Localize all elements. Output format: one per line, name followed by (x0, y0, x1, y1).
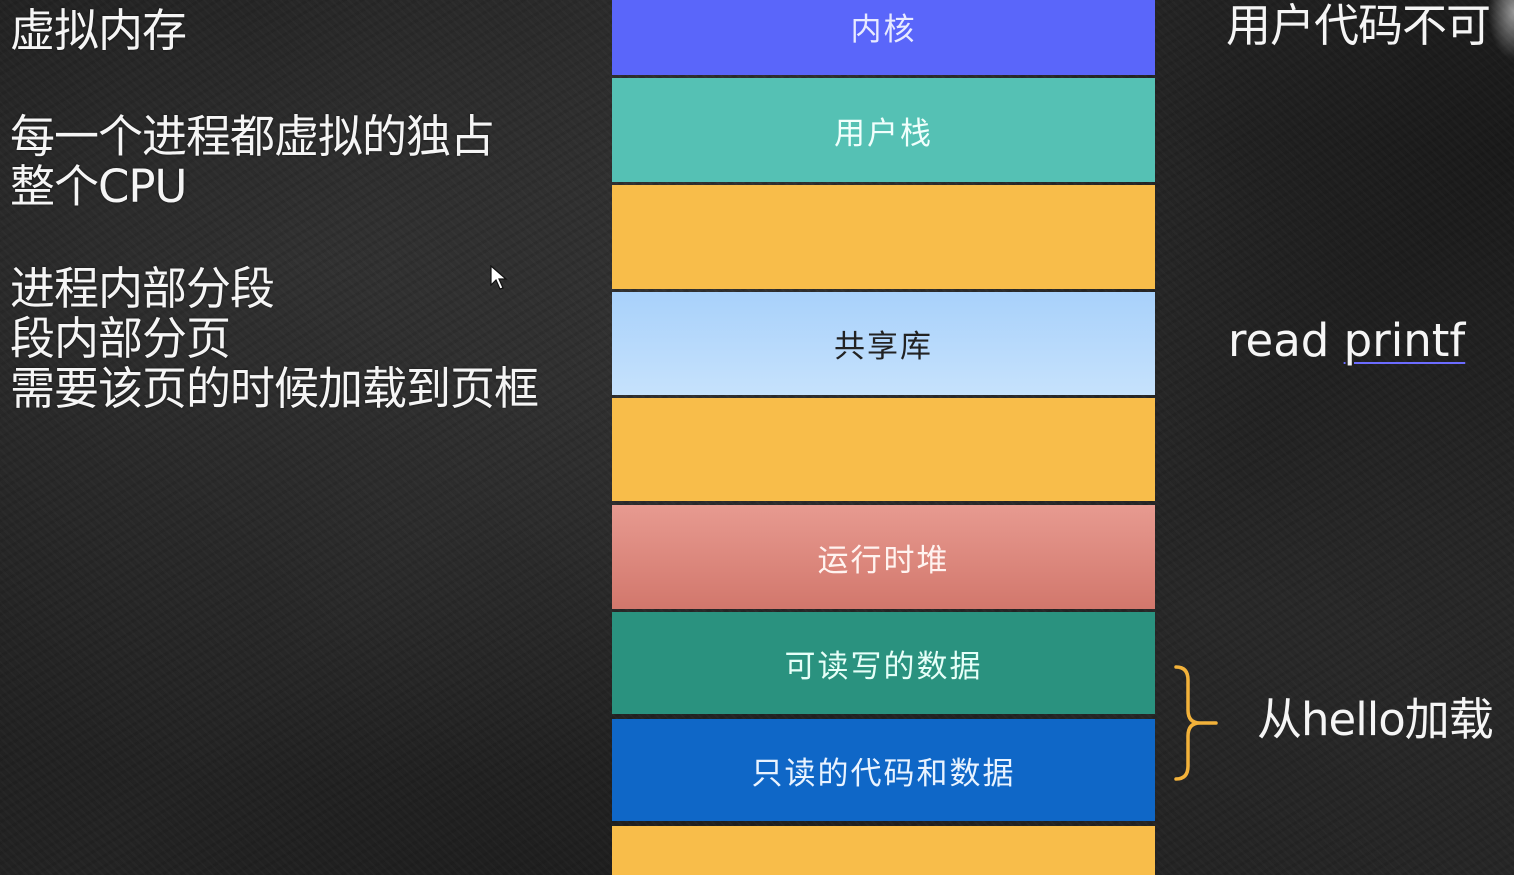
notes-paragraph-2: 进程内部分段 段内部分页 需要该页的时候加载到页框 (10, 264, 600, 414)
segment-label: 内核 (850, 12, 917, 48)
notes-line: 段内部分页 (10, 312, 231, 365)
memory-layout-diagram: 内核 用户栈 共享库 运行时堆 可读写的数据 只读的代码和数据 (612, 0, 1155, 875)
segment-user-stack: 用户栈 (612, 78, 1155, 182)
function-read: read (1228, 314, 1330, 367)
notes-line: 整个CPU (10, 160, 188, 213)
segment-kernel: 内核 (612, 0, 1155, 75)
segment-label: 共享库 (834, 329, 933, 365)
function-printf: printf (1343, 314, 1466, 367)
right-curly-brace-icon (1174, 665, 1218, 781)
segment-label: 可读写的数据 (784, 648, 983, 685)
segment-read-only-code-data: 只读的代码和数据 (612, 719, 1155, 821)
shared-lib-functions-note: read printf (1228, 313, 1465, 369)
notes-title: 虚拟内存 (10, 4, 187, 57)
segment-runtime-heap: 运行时堆 (612, 505, 1155, 609)
screen-glare (1488, 0, 1514, 60)
mouse-pointer-icon (490, 265, 508, 290)
notes-line: 进程内部分段 (10, 262, 275, 315)
notes-line: 每一个进程都虚拟的独占 (10, 110, 495, 163)
notes-line: 需要该页的时候加载到页框 (10, 362, 539, 415)
segment-label: 运行时堆 (817, 542, 950, 579)
segment-shared-libraries: 共享库 (612, 292, 1155, 395)
segment-free-space (612, 185, 1155, 289)
segment-label: 用户栈 (834, 115, 933, 152)
segment-label: 只读的代码和数据 (751, 755, 1016, 792)
user-code-note: 用户代码不可 (1226, 0, 1491, 52)
segment-free-space (612, 398, 1155, 501)
segment-free-space (612, 826, 1155, 875)
notes-paragraph-1: 每一个进程都虚拟的独占 整个CPU (10, 112, 600, 212)
loaded-from-hello-note: 从hello加载 (1257, 693, 1494, 746)
segment-read-write-data: 可读写的数据 (612, 612, 1155, 714)
left-notes: 虚拟内存 每一个进程都虚拟的独占 整个CPU 进程内部分段 段内部分页 需要该页… (10, 6, 600, 414)
